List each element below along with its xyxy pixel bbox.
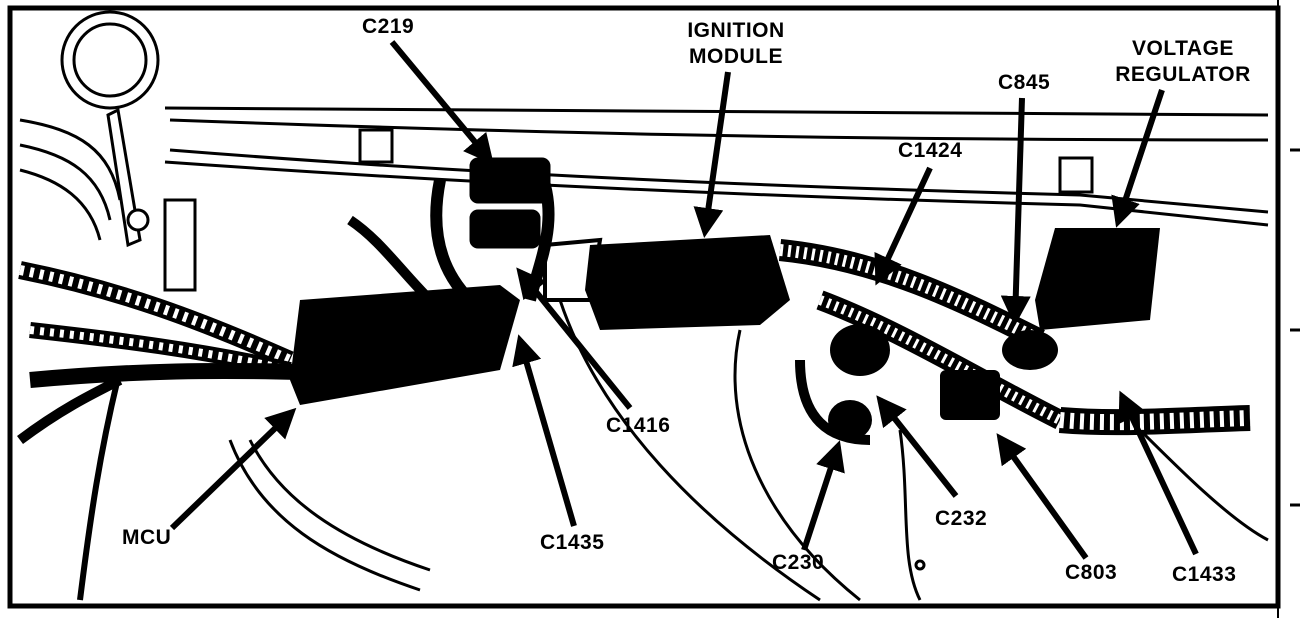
label-c1424: C1424 xyxy=(898,139,963,162)
label-voltage-regulator: VOLTAGE REGULATOR xyxy=(1097,36,1269,88)
label-ignition-module: IGNITION MODULE xyxy=(672,18,800,70)
voltage-regulator-body xyxy=(1035,228,1160,330)
label-c230: C230 xyxy=(772,551,825,574)
label-c845: C845 xyxy=(998,71,1051,94)
left-harness xyxy=(17,261,301,601)
left-fender xyxy=(19,118,197,292)
label-c1416: C1416 xyxy=(606,414,671,437)
label-ignition-module-line2: MODULE xyxy=(689,45,783,68)
leader-arrows xyxy=(169,40,1199,560)
label-mcu: MCU xyxy=(122,526,172,549)
strut-tower xyxy=(60,10,160,248)
label-voltage-regulator-line1: VOLTAGE xyxy=(1132,37,1234,60)
label-voltage-regulator-line2: REGULATOR xyxy=(1115,63,1251,86)
firewall-lines xyxy=(164,106,1269,227)
mcu-module xyxy=(290,285,520,405)
label-c219: C219 xyxy=(362,15,415,38)
label-c1435: C1435 xyxy=(540,531,605,554)
label-c803: C803 xyxy=(1065,561,1118,584)
brackets xyxy=(358,128,1094,194)
right-connectors xyxy=(828,324,1058,440)
c219-connector-area xyxy=(347,157,555,305)
label-c1433: C1433 xyxy=(1172,563,1237,586)
ignition-module xyxy=(585,235,790,330)
fender-well xyxy=(228,299,1269,602)
label-ignition-module-line1: IGNITION xyxy=(687,19,785,42)
label-c232: C232 xyxy=(935,507,988,530)
